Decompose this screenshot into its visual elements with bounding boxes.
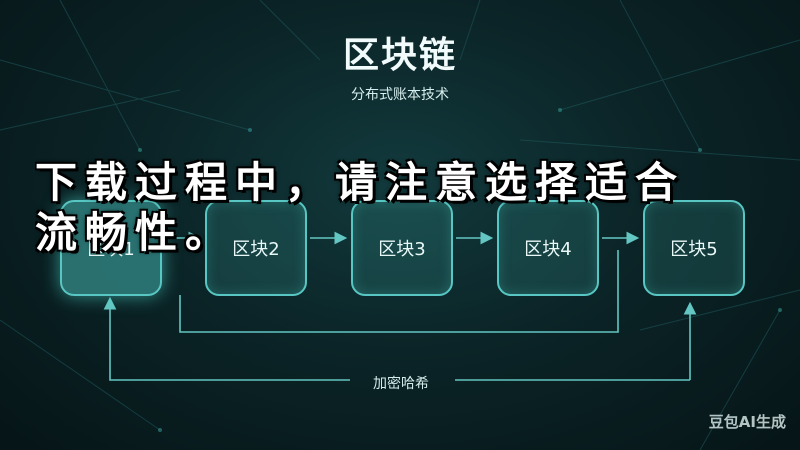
block-3: 区块3	[351, 200, 453, 296]
page-title: 区块链	[342, 35, 457, 76]
overlay-caption: 下载过程中，请注意选择适合 流畅性。	[35, 158, 686, 257]
ai-watermark: 豆包AI生成	[708, 413, 786, 431]
block-label: 区块4	[524, 239, 572, 260]
block-label: 区块2	[232, 239, 280, 260]
arrow-up-icon	[179, 250, 619, 333]
block-label: 区块1	[87, 239, 135, 260]
arrow-left-icon	[103, 296, 350, 381]
block-4: 区块4	[497, 200, 599, 296]
block-1: 区块1	[60, 200, 162, 296]
block-label: 区块5	[670, 239, 718, 260]
block-2: 区块2	[205, 200, 307, 296]
block-5: 区块5	[643, 200, 745, 296]
page-subtitle: 分布式账本技术	[351, 87, 449, 103]
encrypt-hash-label: 加密哈希	[373, 376, 429, 392]
block-label: 区块3	[378, 239, 426, 260]
